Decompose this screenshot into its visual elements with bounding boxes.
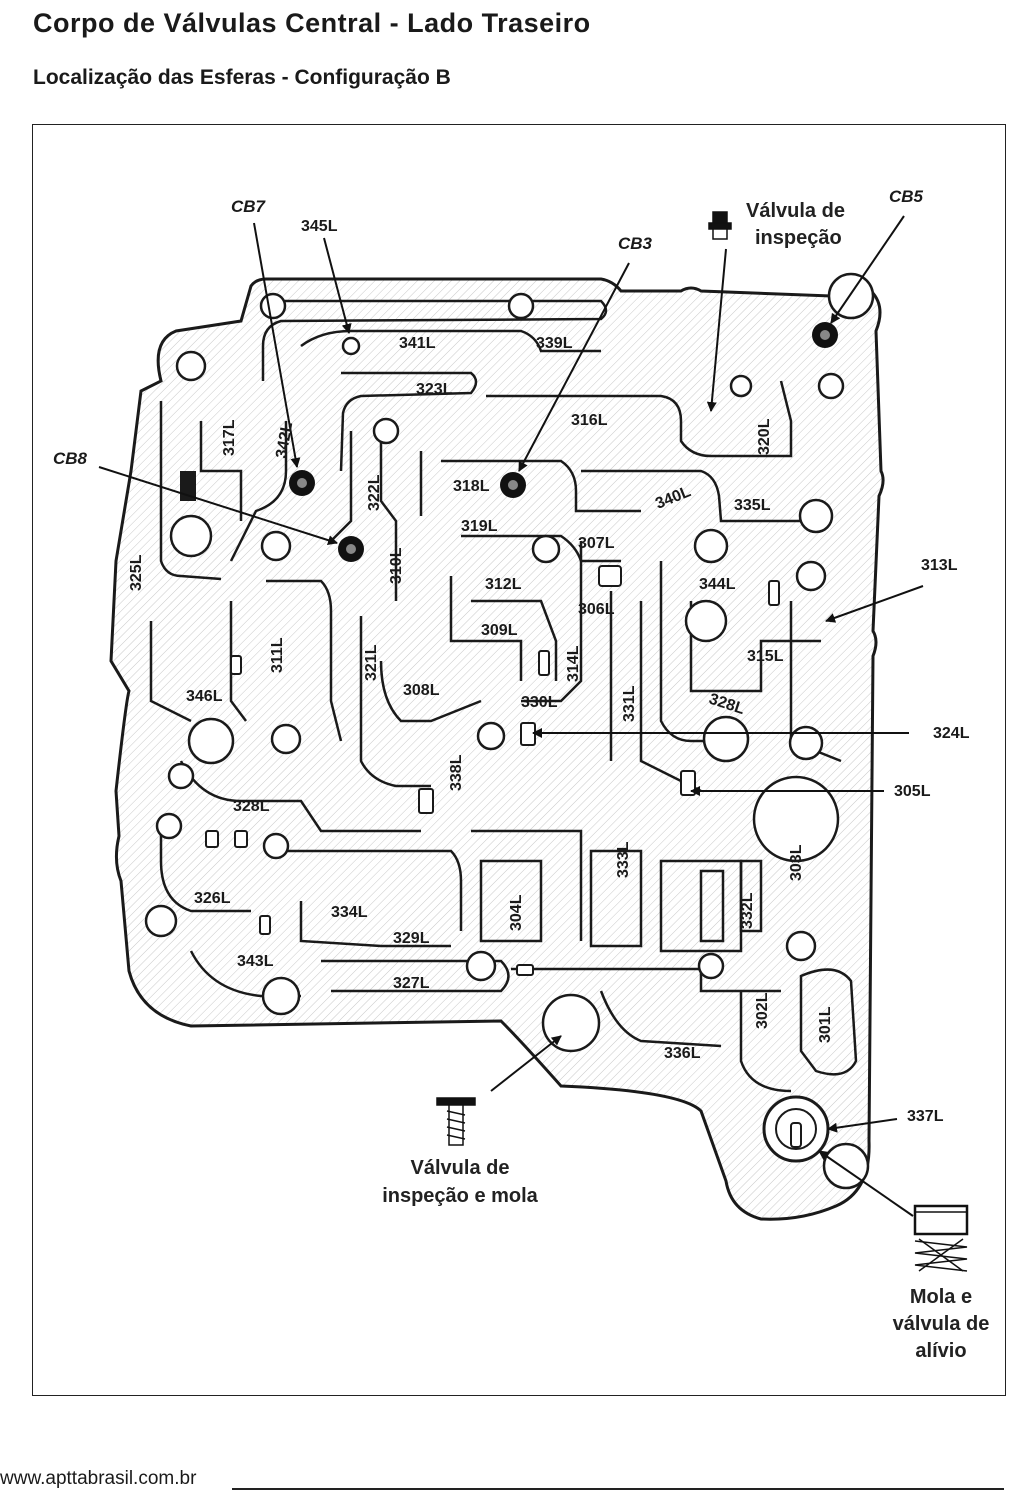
check-balls (289, 322, 838, 562)
passage-label: 303L (788, 844, 805, 881)
passage-label: 310L (388, 547, 405, 584)
passage-label: 332L (739, 892, 756, 929)
check-spring-label-line1: Válvula de (411, 1157, 510, 1179)
passage-label: 335L (734, 497, 771, 514)
check-valve-label-line2: inspeção (755, 227, 842, 249)
passage-label: 339L (536, 335, 573, 352)
label-cb7: CB7 (231, 197, 267, 216)
passage-label: 330L (521, 694, 558, 711)
passage-label: 320L (756, 418, 773, 455)
page-title: Corpo de Válvulas Central - Lado Traseir… (33, 8, 591, 38)
check-valve-label-line1: Válvula de (746, 200, 845, 222)
passage-label: 315L (747, 648, 784, 665)
passage-label: 311L (269, 637, 286, 673)
passage-label: 337L (907, 1108, 944, 1125)
passage-label: 313L (921, 557, 958, 574)
label-cb3: CB3 (618, 234, 653, 253)
passage-label: 338L (448, 754, 465, 791)
footer-url: www.apttabrasil.com.br (0, 1468, 197, 1489)
passage-label: 304L (508, 894, 525, 931)
passage-label: 324L (933, 725, 970, 742)
passage-label: 346L (186, 688, 223, 705)
passage-label: 345L (301, 218, 338, 235)
passage-label: 341L (399, 335, 436, 352)
page-subtitle: Localização das Esferas - Configuração B (33, 66, 451, 89)
small-slots (205, 565, 780, 976)
passage-label: 316L (571, 412, 608, 429)
passage-label: 301L (817, 1006, 834, 1043)
check-valve-spring-icon (436, 1097, 476, 1146)
relief-label-line1: Mola e (910, 1286, 972, 1308)
passage-label: 305L (894, 783, 931, 800)
label-cb5: CB5 (889, 187, 924, 206)
valve-body-diagram: CB7 CB5 CB3 CB8 345L 341L 339L 323L 316L… (53, 187, 990, 1362)
passage-label: 307L (578, 535, 615, 552)
passage-label: 317L (221, 419, 238, 456)
passage-label: 329L (393, 930, 430, 947)
diagram-frame: CB7 CB5 CB3 CB8 345L 341L 339L 323L 316L… (32, 124, 1006, 1396)
relief-label-line3: alívio (915, 1340, 966, 1362)
valve-body-plate (109, 277, 885, 1221)
passage-label: 312L (485, 576, 522, 593)
passage-label: 331L (621, 685, 638, 722)
passage-label: 326L (194, 890, 231, 907)
passage-label: 342L (273, 421, 296, 460)
passage-label: 325L (128, 554, 145, 591)
relief-spring-icon (913, 1204, 969, 1272)
relief-label-line2: válvula de (893, 1313, 990, 1335)
bore-holes (144, 272, 875, 1190)
passage-label: 302L (754, 992, 771, 1029)
passage-label: 328L (233, 798, 270, 815)
footer-rule (232, 1488, 1004, 1490)
passage-label: 327L (393, 975, 430, 992)
passage-label: 321L (363, 644, 380, 681)
passage-label: 322L (366, 474, 383, 511)
check-spring-label-line2: inspeção e mola (382, 1185, 538, 1207)
passage-label: 309L (481, 622, 518, 639)
check-valve-icon (708, 211, 732, 240)
passage-label: 318L (453, 478, 490, 495)
passage-label: 333L (615, 841, 632, 878)
passage-label: 343L (237, 953, 274, 970)
passage-label: 344L (699, 576, 736, 593)
passage-label: 319L (461, 518, 498, 535)
passage-label: 334L (331, 904, 368, 921)
passage-label: 336L (664, 1045, 701, 1062)
passage-label: 306L (578, 601, 615, 618)
passage-label: 314L (565, 645, 582, 682)
leader-lines (98, 215, 924, 1217)
passage-labels: 345L 341L 339L 323L 316L 320L 317L 342L … (128, 218, 970, 1125)
label-cb8: CB8 (53, 449, 88, 468)
passage-label: 323L (416, 381, 453, 398)
passage-label: 308L (403, 682, 440, 699)
